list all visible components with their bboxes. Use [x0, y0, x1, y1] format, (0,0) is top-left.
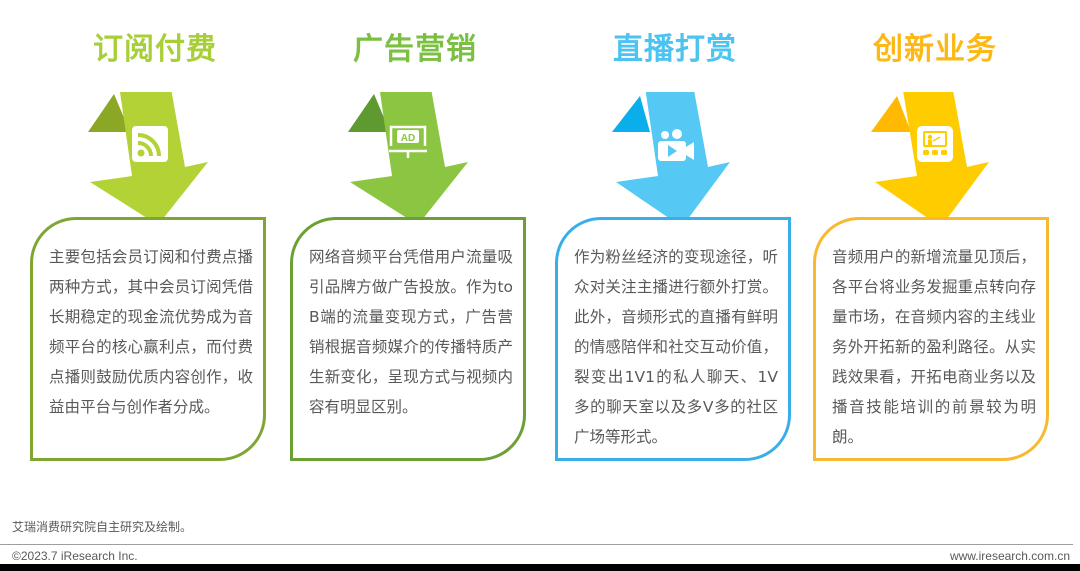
down-arrow-shape [88, 92, 208, 222]
down-arrow-shape [612, 92, 730, 222]
source-note: 艾瑞消费研究院自主研究及绘制。 [12, 520, 193, 534]
down-arrow-shape [871, 92, 989, 222]
video-camera-icon [658, 129, 694, 161]
column-title: 创新业务 [873, 32, 997, 67]
card-text: 作为粉丝经济的变现途径，听众对关注主播进行额外打赏。此外，音频形式的直播有鲜明的… [574, 248, 778, 446]
description-card: 主要包括会员订阅和付费点播两种方式，其中会员订阅凭借长期稳定的现金流优势成为音频… [30, 217, 266, 461]
bottom-bar [0, 564, 1080, 571]
description-card: 音频用户的新增流量见顶后，各平台将业务发掘重点转向存量市场，在音频内容的主线业务… [813, 217, 1049, 461]
column-live-tipping: 直播打赏 作为粉丝经济的变现途径，听众对关注主播进行额外打赏。此外，音频形式的直… [545, 0, 805, 480]
description-card: 网络音频平台凭借用户流量吸引品牌方做广告投放。作为to B端的流量变现方式，广告… [290, 217, 526, 461]
card-text: 主要包括会员订阅和付费点播两种方式，其中会员订阅凭借长期稳定的现金流优势成为音频… [49, 248, 253, 416]
training-presentation-icon [917, 126, 953, 162]
down-arrow-shape: AD [348, 92, 468, 222]
card-text: 网络音频平台凭借用户流量吸引品牌方做广告投放。作为to B端的流量变现方式，广告… [309, 248, 513, 416]
column-subscription: 订阅付费 主要包括会员订阅和付费点播两种方式，其中会员订阅凭借长期稳定的现金流优… [25, 0, 285, 480]
copyright-text: ©2023.7 iResearch Inc. [12, 549, 138, 563]
svg-text:AD: AD [401, 133, 415, 144]
column-title: 订阅付费 [93, 32, 217, 67]
column-advertising: 广告营销 AD 网络音频平台凭借用户流量吸引品牌方做广告投放。作为to B端的流… [285, 0, 545, 480]
website-link[interactable]: www.iresearch.com.cn [949, 549, 1070, 563]
ad-billboard-icon: AD [389, 125, 427, 158]
column-title: 广告营销 [353, 32, 477, 67]
column-innovation: 创新业务 音频用户的新增流量见顶后，各平台将业务发掘重点转向存量市场，在音频内容… [805, 0, 1065, 480]
rss-icon [132, 126, 168, 162]
description-card: 作为粉丝经济的变现途径，听众对关注主播进行额外打赏。此外，音频形式的直播有鲜明的… [555, 217, 791, 461]
column-title: 直播打赏 [613, 32, 737, 67]
footer-divider [0, 544, 1073, 545]
card-text: 音频用户的新增流量见顶后，各平台将业务发掘重点转向存量市场，在音频内容的主线业务… [832, 248, 1036, 446]
